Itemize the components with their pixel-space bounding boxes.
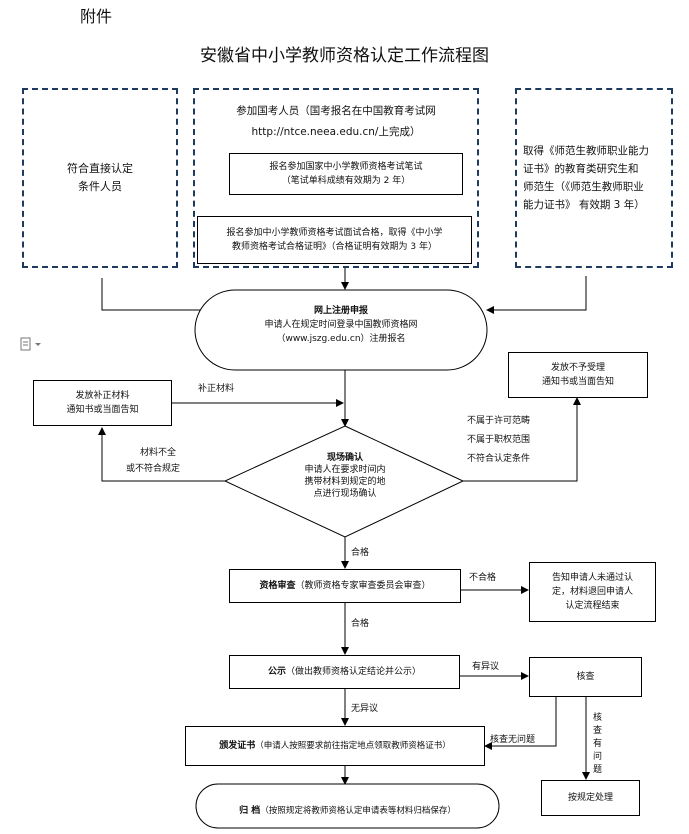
exam-header-line-1: 参加国考人员（国考报名在中国教育考试网 bbox=[236, 105, 436, 117]
issue-bold: 颁发证书 bbox=[219, 741, 256, 751]
review-bold: 资格审查 bbox=[259, 581, 296, 591]
register-text: 网上注册申报 申请人在规定时间登录中国教师资格网 （www.jszg.edu.c… bbox=[200, 304, 482, 346]
reject-notice-box: 发放不予受理 通知书或当面告知 bbox=[508, 352, 648, 398]
archive-text: 归 档（按照规定将教师资格认定申请表等材料归档保存） bbox=[200, 798, 495, 818]
fail-line-1: 告知申请人未通过认 bbox=[551, 573, 633, 583]
label-reject-1: 不属于许可范畴 bbox=[467, 416, 531, 426]
archive-shape bbox=[195, 783, 500, 829]
register-line-1: 申请人在规定时间登录中国教师资格网 bbox=[264, 320, 418, 330]
label-supplement-material: 补正材料 bbox=[198, 384, 235, 394]
label-verify-ok: 核查无问题 bbox=[490, 735, 536, 745]
arrow-onsite-to-supplement bbox=[98, 427, 225, 482]
label-fail: 不合格 bbox=[469, 573, 497, 583]
verify-label: 核查 bbox=[576, 672, 595, 682]
direct-eligible-box: 符合直接认定 条件人员 bbox=[22, 88, 178, 268]
onsite-title: 现场确认 bbox=[326, 453, 363, 463]
arrow-normal-to-register bbox=[486, 276, 587, 314]
review-rest: （教师资格专家审查委员会审查） bbox=[295, 581, 431, 591]
label-incomplete-1: 材料不全 bbox=[140, 448, 177, 458]
arrow-verify-to-issue bbox=[484, 697, 557, 750]
exam-header-line-2: http://ntce.neea.edu.cn/上完成） bbox=[251, 126, 421, 138]
document-icon bbox=[20, 337, 46, 351]
fail-line-2: 定，材料退回申请人 bbox=[551, 587, 633, 597]
archive-rest: （按照规定将教师资格认定申请表等材料归档保存） bbox=[260, 806, 456, 816]
normal-line-4: 能力证书》 有效期 3 年） bbox=[523, 199, 645, 211]
page-title: 安徽省中小学教师资格认定工作流程图 bbox=[200, 46, 489, 66]
label-verify-problem: 核查有问题 bbox=[593, 713, 603, 775]
label-reject-2: 不属于职权范围 bbox=[467, 435, 531, 445]
onsite-line-3: 点进行现场确认 bbox=[313, 489, 377, 499]
arrow-direct-to-register bbox=[101, 278, 211, 314]
onsite-text: 现场确认 申请人在要求时间内 携带材料到规定的地 点进行现场确认 bbox=[275, 452, 415, 500]
publicity-box: 公示（做出教师资格认定结论并公示） bbox=[229, 655, 460, 689]
written-line-1: 报名参加国家中小学教师资格考试笔试 bbox=[269, 162, 423, 172]
onsite-line-1: 申请人在要求时间内 bbox=[304, 465, 386, 475]
register-line-2: （www.jszg.edu.cn）注册报名 bbox=[276, 334, 406, 344]
label-incomplete-2: 或不符合规定 bbox=[126, 464, 181, 474]
label-pass-1: 合格 bbox=[351, 548, 370, 558]
normal-line-3: 师范生（《师范生教师职业 bbox=[523, 181, 644, 193]
issue-certificate-box: 颁发证书（申请人按照要求前往指定地点领取教师资格证书） bbox=[185, 726, 485, 766]
reject-line-2: 通知书或当面告知 bbox=[541, 377, 614, 387]
register-shape bbox=[194, 289, 488, 371]
direct-line-1: 符合直接认定 bbox=[67, 162, 133, 175]
written-exam-box: 报名参加国家中小学教师资格考试笔试 （笔试单科成绩有效期为 2 年） bbox=[229, 153, 463, 195]
interview-line-1: 报名参加中小学教师资格考试面试合格，取得《中小学 bbox=[226, 228, 443, 238]
attachment-label: 附件 bbox=[80, 7, 113, 26]
onsite-line-2: 携带材料到规定的地 bbox=[304, 477, 386, 487]
fail-line-3: 认定流程结束 bbox=[565, 601, 620, 611]
normal-line-2: 证书》的教育类研究生和 bbox=[523, 163, 639, 175]
label-objection: 有异议 bbox=[472, 662, 500, 672]
publicity-bold: 公示 bbox=[267, 667, 286, 677]
interview-exam-box: 报名参加中小学教师资格考试面试合格，取得《中小学 教师资格考试合格证明》（合格证… bbox=[197, 216, 472, 264]
interview-line-2: 教师资格考试合格证明》（合格证明有效期为 3 年） bbox=[232, 242, 437, 252]
written-line-2: （笔试单科成绩有效期为 2 年） bbox=[281, 176, 411, 186]
label-reject-3: 不符合认定条件 bbox=[467, 454, 531, 464]
archive-bold: 归 档 bbox=[239, 806, 261, 816]
supplement-notice-box: 发放补正材料 通知书或当面告知 bbox=[33, 380, 172, 426]
normal-student-box: 取得《师范生教师职业能力 证书》的教育类研究生和 师范生（《师范生教师职业 能力… bbox=[515, 88, 673, 268]
onsite-diamond bbox=[223, 425, 465, 538]
verify-box: 核查 bbox=[529, 657, 642, 697]
review-box: 资格审查（教师资格专家审查委员会审查） bbox=[229, 569, 461, 603]
handle-box: 按规定处理 bbox=[541, 780, 640, 816]
normal-line-1: 取得《师范生教师职业能力 bbox=[523, 145, 649, 157]
fail-notice-box: 告知申请人未通过认 定，材料退回申请人 认定流程结束 bbox=[529, 562, 656, 622]
label-no-objection: 无异议 bbox=[351, 704, 379, 714]
issue-rest: （申请人按照要求前往指定地点领取教师资格证书） bbox=[255, 741, 451, 751]
reject-line-1: 发放不予受理 bbox=[550, 363, 605, 373]
direct-line-2: 条件人员 bbox=[78, 180, 122, 193]
arrow-onsite-to-reject bbox=[462, 397, 581, 482]
supplement-line-1: 发放补正材料 bbox=[75, 391, 130, 401]
publicity-rest: （做出教师资格认定结论并公示） bbox=[286, 667, 422, 677]
supplement-line-2: 通知书或当面告知 bbox=[66, 405, 139, 415]
handle-label: 按规定处理 bbox=[567, 793, 613, 803]
label-pass-2: 合格 bbox=[351, 619, 370, 629]
register-title: 网上注册申报 bbox=[313, 306, 368, 316]
